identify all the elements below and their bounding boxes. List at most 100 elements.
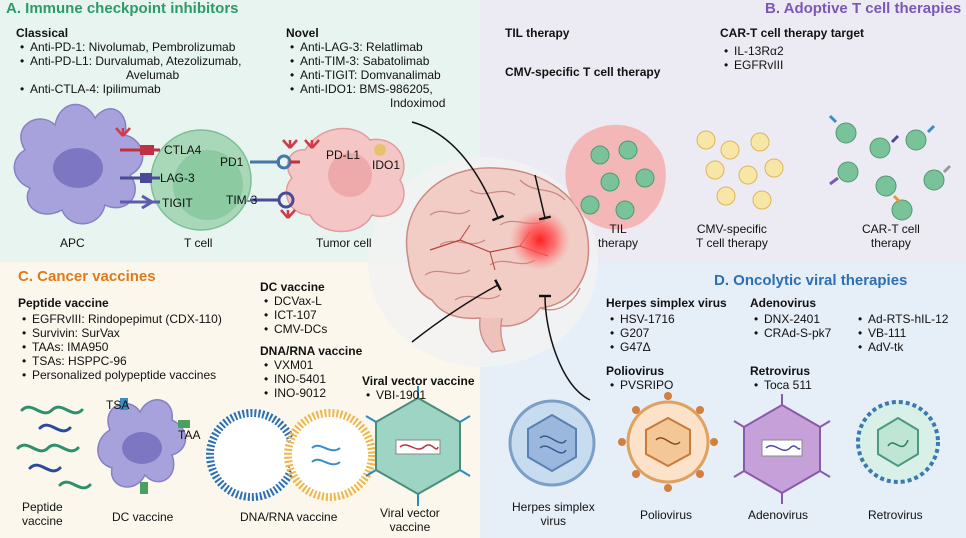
panel-a-title: A. Immune checkpoint inhibitors — [6, 0, 239, 17]
list-item: Anti-PD-L1: Durvalumab, Atezolizumab, — [18, 54, 241, 68]
viral-vector-icon — [365, 386, 471, 506]
list-item: DNX-2401 — [752, 312, 831, 326]
hsv-heading: Herpes simplex virus — [606, 296, 727, 310]
viral-vector-heading: Viral vector vaccine — [362, 374, 475, 388]
list-item: Avelumab — [126, 68, 180, 82]
list-item: PVSRIPO — [608, 378, 673, 392]
list-item: Anti-TIGIT: Domvanalimab — [288, 68, 445, 82]
classical-list: Anti-PD-1: Nivolumab, Pembrolizumab Anti… — [18, 40, 241, 96]
checkpoint-receptors-icon — [120, 145, 300, 210]
list-item: Anti-CTLA-4: Ipilimumab — [18, 82, 241, 96]
tsa-label: TSA — [106, 398, 130, 412]
poliovirus-list: PVSRIPO — [608, 378, 673, 392]
dc-vaccine-icon — [97, 398, 190, 494]
poliovirus-icon — [618, 392, 718, 492]
list-item: AdV-tk — [856, 340, 948, 354]
list-item: G47Δ — [608, 340, 675, 354]
list-item: ICT-107 — [262, 308, 327, 322]
taa-label: TAA — [178, 428, 201, 442]
t-cell-label: T cell — [184, 236, 213, 250]
poliovirus-label: Poliovirus — [640, 508, 693, 522]
car-receptor-icons — [828, 114, 952, 204]
ido1-label: IDO1 — [372, 158, 401, 172]
peptide-heading: Peptide vaccine — [18, 296, 109, 310]
herpes-simplex-virus-icon — [508, 399, 596, 487]
list-item: DCVax-L — [262, 294, 327, 308]
list-item: Survivin: SurVax — [20, 326, 222, 340]
til-therapy-heading: TIL therapy — [505, 26, 570, 40]
list-item: INO-9012 — [262, 386, 326, 400]
list-item: Anti-IDO1: BMS-986205, — [288, 82, 445, 96]
list-item: TSAs: HSPPC-96 — [20, 354, 222, 368]
apc-label: APC — [60, 236, 85, 250]
adenovirus-list: DNX-2401 CRAd-S-pk7 — [752, 312, 831, 340]
adenovirus-more-list: Ad-RTS-hIL-12 VB-111 AdV-tk — [856, 312, 948, 354]
dna-rna-heading: DNA/RNA vaccine — [260, 344, 363, 358]
apc-cell-icon — [13, 103, 144, 225]
adenovirus-icon — [733, 394, 831, 504]
retrovirus-list: Toca 511 — [752, 378, 812, 392]
poliovirus-heading: Poliovirus — [606, 364, 665, 378]
retrovirus-icon — [856, 400, 940, 484]
panel-c-title: C. Cancer vaccines — [18, 268, 156, 285]
list-item: Anti-TIM-3: Sabatolimab — [288, 54, 445, 68]
dc-vaccine-label: DC vaccine — [112, 510, 174, 524]
tim3-label: TIM-3 — [226, 193, 258, 207]
adenovirus-label: Adenovirus — [748, 508, 809, 522]
panel-d-title: D. Oncolytic viral therapies — [714, 272, 908, 289]
lag3-label: LAG-3 — [160, 171, 195, 185]
dna-rna-vaccine-label: DNA/RNA vaccine — [240, 510, 338, 524]
ctla4-label: CTLA4 — [164, 143, 202, 157]
list-item: EGFRvIII: Rindopepimut (CDX-110) — [20, 312, 222, 326]
peptide-icon — [16, 405, 92, 490]
list-item: VB-111 — [856, 326, 948, 340]
list-item: Personalized polypeptide vaccines — [20, 368, 222, 382]
cart-target-heading: CAR-T cell therapy target — [720, 26, 865, 40]
tigit-label: TIGIT — [162, 196, 193, 210]
t-cell-icon — [150, 129, 252, 231]
dna-rna-list: VXM01 INO-5401 INO-9012 — [262, 358, 326, 400]
antibody-icons — [115, 127, 320, 219]
list-item: CRAd-S-pk7 — [752, 326, 831, 340]
adenovirus-heading: Adenovirus — [750, 296, 817, 310]
list-item: Anti-LAG-3: Relatlimab — [288, 40, 445, 54]
retrovirus-heading: Retrovirus — [750, 364, 811, 378]
cmv-t-cell-icon — [696, 130, 784, 210]
tumor-cell-icon — [285, 127, 405, 233]
dc-vaccine-heading: DC vaccine — [260, 280, 325, 294]
til-therapy-icon — [565, 124, 666, 230]
list-item: Anti-PD-1: Nivolumab, Pembrolizumab — [18, 40, 241, 54]
dc-vaccine-list: DCVax-L ICT-107 CMV-DCs — [262, 294, 327, 336]
list-item: HSV-1716 — [608, 312, 675, 326]
list-item: G207 — [608, 326, 675, 340]
pd1-label: PD1 — [220, 155, 244, 169]
hsv-list: HSV-1716 G207 G47Δ — [608, 312, 675, 354]
tumor-cell-label: Tumor cell — [316, 236, 372, 250]
list-item: VXM01 — [262, 358, 326, 372]
list-item: Indoximod — [390, 96, 446, 110]
list-item: TAAs: IMA950 — [20, 340, 222, 354]
pdl1-label: PD-L1 — [326, 148, 361, 162]
cart-target-list: IL-13Rα2 EGFRvIII — [722, 44, 784, 72]
retrovirus-label: Retrovirus — [868, 508, 923, 522]
novel-list: Anti-LAG-3: Relatlimab Anti-TIM-3: Sabat… — [288, 40, 445, 110]
viral-vector-list: VBI-1901 — [364, 388, 426, 402]
panel-b-title: B. Adoptive T cell therapies — [765, 0, 962, 17]
list-item: INO-5401 — [262, 372, 326, 386]
list-item: IL-13Rα2 — [722, 44, 784, 58]
list-item: Ad-RTS-hIL-12 — [856, 312, 948, 326]
car-t-cell-icon — [835, 122, 945, 221]
list-item: CMV-DCs — [262, 322, 327, 336]
peptide-list: EGFRvIII: Rindopepimut (CDX-110) Survivi… — [20, 312, 222, 382]
cmv-therapy-heading: CMV-specific T cell therapy — [505, 65, 661, 79]
classical-heading: Classical — [16, 26, 69, 40]
list-item: VBI-1901 — [364, 388, 426, 402]
dna-rna-vaccine-icon — [206, 409, 376, 501]
